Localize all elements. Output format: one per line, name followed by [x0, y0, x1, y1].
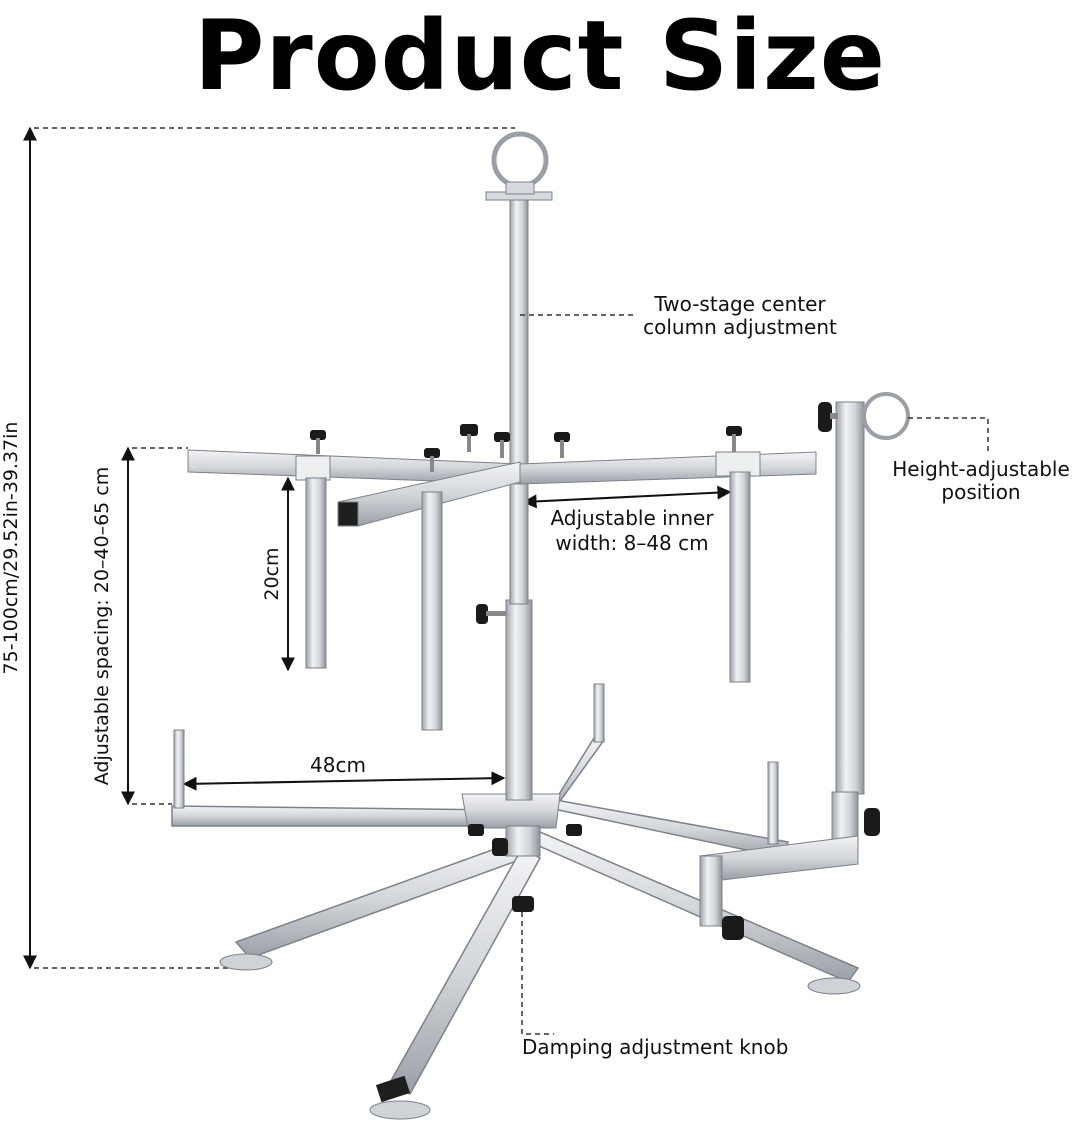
inner-width-label-line1: Adjustable inner: [550, 506, 714, 530]
height-position-label-line1: Height-adjustable: [892, 457, 1070, 481]
damping-knob-label: Damping adjustment knob: [522, 1035, 788, 1059]
inner-width-label-line2: width: 8–48 cm: [555, 531, 708, 555]
overall-height-label: 75-100cm/29.52in-39.37in: [0, 422, 22, 675]
center-column-label-line2: column adjustment: [643, 315, 837, 339]
side-bracket: [698, 392, 910, 927]
height-position-label-line2: position: [941, 480, 1020, 504]
adjustment-knobs: [310, 402, 880, 940]
upper-arms: [187, 449, 817, 527]
base-hub: [461, 793, 561, 857]
base-arm-dimension: 48cm: [182, 753, 506, 791]
height-position-callout: Height-adjustable position: [892, 417, 1070, 504]
adjustable-spacing-dimension: Adjustable spacing: 20–40–65 cm: [91, 446, 188, 806]
adjustable-spacing-label: Adjustable spacing: 20–40–65 cm: [91, 467, 113, 786]
base-arm-label: 48cm: [310, 753, 366, 777]
damping-knob-callout: Damping adjustment knob: [521, 912, 788, 1059]
base-posts: [173, 683, 779, 845]
page-title: Product Size: [194, 0, 886, 112]
center-column-label-line1: Two-stage center: [653, 292, 826, 316]
arm-drop-label: 20cm: [261, 547, 283, 600]
arm-drop-dimension: 20cm: [261, 476, 295, 672]
drying-rack-illustration: [171, 131, 910, 1120]
feet: [219, 953, 861, 1120]
center-column: [485, 131, 553, 801]
overall-height-dimension: 75-100cm/29.52in-39.37in: [0, 126, 515, 970]
center-column-callout: Two-stage center column adjustment: [520, 292, 837, 339]
hanging-legs: [305, 471, 751, 731]
inner-width-dimension: Adjustable inner width: 8–48 cm: [522, 485, 732, 555]
